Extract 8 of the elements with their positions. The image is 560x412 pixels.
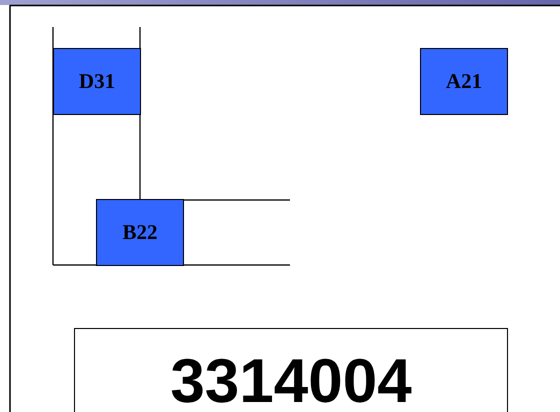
box-label: B22 <box>122 220 158 245</box>
block-box <box>53 48 141 115</box>
number-text: 3314004 <box>170 351 412 412</box>
block-box <box>420 48 508 115</box>
number-box <box>74 328 508 412</box>
block-box <box>96 199 184 266</box>
box-label: D31 <box>78 69 116 94</box>
box-label: A21 <box>446 69 482 94</box>
